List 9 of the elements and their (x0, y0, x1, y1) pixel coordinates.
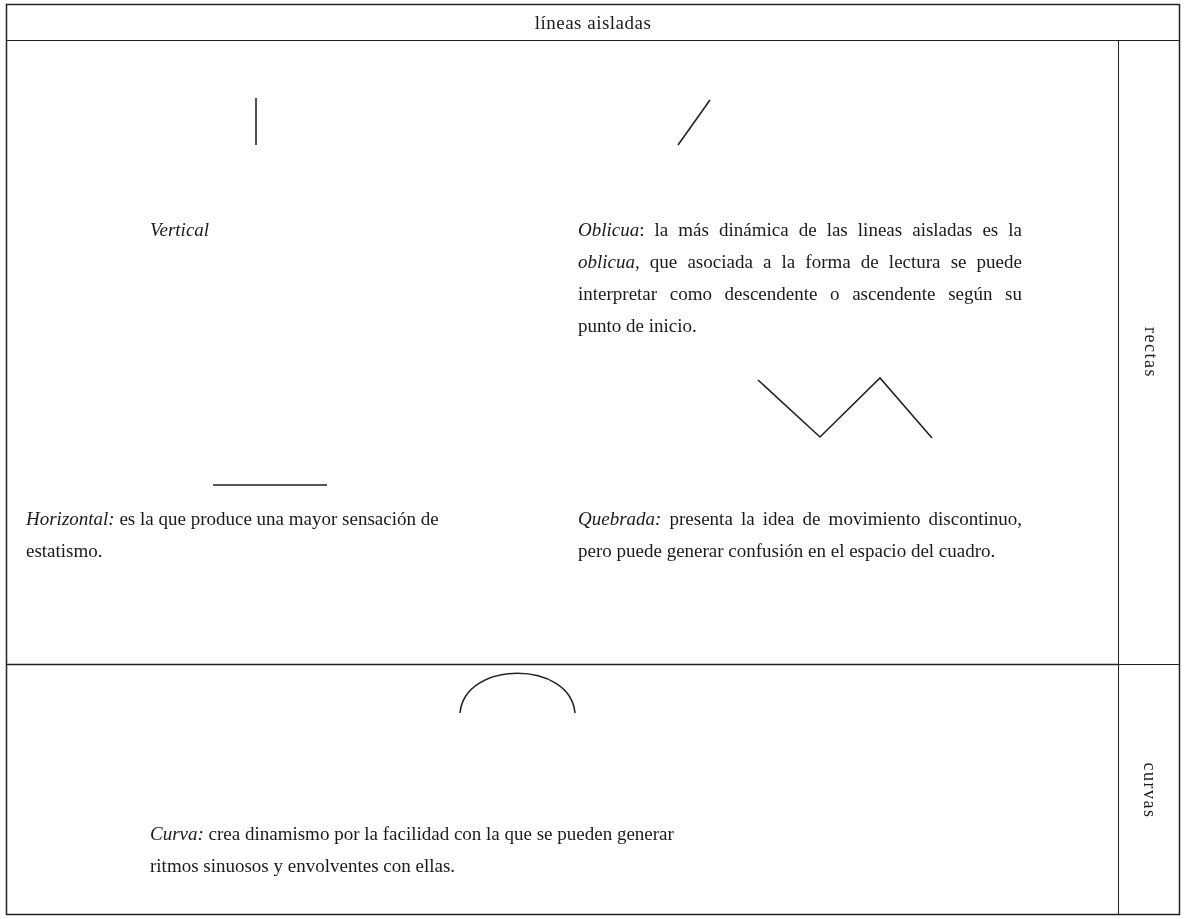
description-text: Horizontal: es la que produce una mayor sensación de estatismo. (26, 507, 440, 563)
description-text: Vertical (150, 218, 211, 242)
description-text: Quebrada: presenta la idea de movimiento discontinuo, pero puede generar confusión en el espacio del cuadro. (578, 507, 1022, 563)
section-label: curvas (1139, 762, 1161, 819)
section-band (1118, 664, 1180, 915)
description-text: Curva: crea dinamismo por la facilidad con la que se pueden generar ritmos sinuosos y envolventes con ellas. (150, 822, 675, 878)
description-text: Oblicua: la más dinámica de las lineas aisladas es la oblicua, que asociada a la forma de lectura se puede interpretar como descendente o ascendente según su punto de inicio. (578, 218, 1022, 338)
header-text: líneas aisladas (534, 11, 652, 34)
section-label: rectas (1139, 327, 1161, 378)
